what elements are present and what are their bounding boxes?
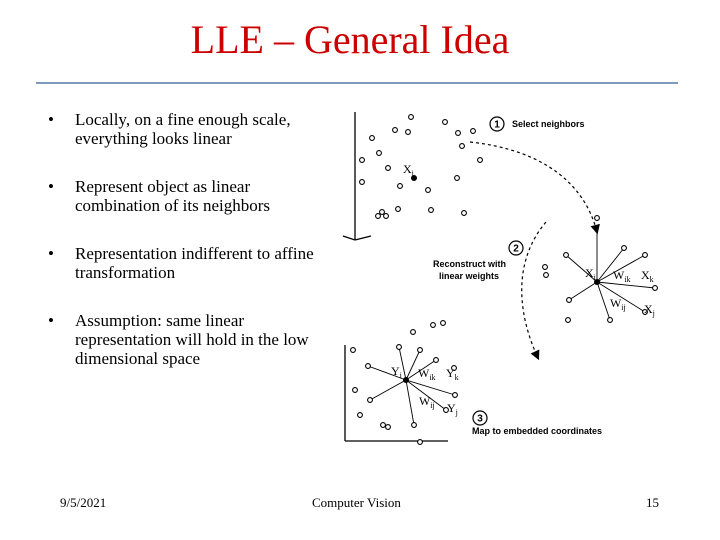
bullet-item: • Locally, on a fine enough scale, every… [48, 110, 338, 148]
var-xi: Xi [585, 266, 597, 282]
bullet-list: • Locally, on a fine enough scale, every… [48, 110, 338, 397]
bullet-text: Represent object as linear combination o… [75, 177, 271, 215]
footer-center: Computer Vision [312, 495, 401, 510]
var-yj: Yj [447, 401, 458, 417]
lle-figure: Xi 1 Select neighbors 2 Reconstruct with… [342, 112, 658, 445]
var-yk: Yk [446, 366, 459, 382]
var-wij: Wij [610, 296, 626, 312]
var-xj: Xj [644, 302, 655, 318]
bullet-item: • Assumption: same linear representation… [48, 311, 338, 368]
step-number: 2 [513, 244, 519, 255]
bullet-text: Assumption: same linear representation w… [75, 311, 309, 368]
step-number-badge [508, 240, 524, 256]
footer-date: 9/5/2021 [60, 495, 107, 510]
var-wik: Wik [613, 268, 631, 284]
bullet-text: Representation indifferent to affine tra… [75, 244, 314, 282]
flow-arrow [469, 141, 600, 235]
selected-point [594, 279, 600, 285]
neighbor-edges [367, 346, 456, 426]
step-label: Select neighbors [512, 119, 585, 129]
step-label: linear weights [439, 271, 499, 281]
step-1: 1 Select neighbors [489, 116, 585, 132]
page-number: 15 [646, 495, 659, 510]
slide-title: LLE – General Idea [190, 17, 510, 62]
panel-high-dim: Xi [342, 112, 483, 241]
var-xi: Xi [403, 162, 415, 178]
data-points [542, 215, 658, 323]
panel-embedding: Yi Wik Yk Wij Yj [344, 320, 459, 445]
step-number: 1 [494, 120, 500, 131]
selected-point [403, 377, 409, 383]
step-3: 3 Map to embedded coordinates [472, 410, 602, 436]
selected-point [411, 175, 417, 181]
step-2: 2 Reconstruct with linear weights [433, 240, 524, 281]
bullet-dot: • [48, 311, 54, 330]
axis-line [354, 235, 372, 241]
title-divider [36, 82, 678, 84]
bullet-item: • Representation indifferent to affine t… [48, 244, 338, 282]
axis-line [342, 235, 356, 241]
flow-arrow [521, 221, 547, 361]
step-label: Map to embedded coordinates [472, 426, 602, 436]
bullet-dot: • [48, 244, 54, 263]
neighbor-edges [565, 232, 656, 321]
data-points [359, 114, 483, 219]
var-xk: Xk [641, 268, 654, 284]
bullet-dot: • [48, 177, 54, 196]
step-label: Reconstruct with [433, 259, 506, 269]
bullet-text: Locally, on a fine enough scale, everyth… [75, 110, 291, 148]
var-yi: Yi [391, 364, 403, 380]
step-number-badge [489, 116, 505, 132]
var-wij: Wij [419, 394, 435, 410]
bullet-item: • Represent object as linear combination… [48, 177, 338, 215]
var-wik: Wik [418, 366, 436, 382]
bullet-dot: • [48, 110, 54, 129]
panel-reconstruction: Xi Wik Xk Wij Xj [542, 215, 658, 323]
step-number-badge [472, 410, 488, 426]
data-points [350, 320, 458, 445]
step-number: 3 [477, 414, 483, 425]
